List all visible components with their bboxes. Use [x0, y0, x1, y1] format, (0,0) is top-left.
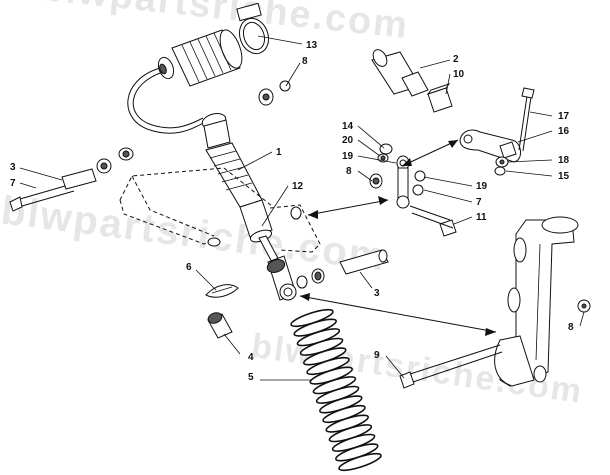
- upper-sleeve[interactable]: [61, 147, 134, 190]
- part-label-7-left: 7: [10, 178, 16, 189]
- reservoir-canister[interactable]: [156, 27, 247, 87]
- reservoir-hose: [127, 67, 206, 134]
- connection-arrows: [299, 139, 497, 336]
- lever-bolt[interactable]: [518, 87, 535, 152]
- part-label-18: 18: [558, 155, 570, 166]
- nut-right[interactable]: [577, 299, 591, 313]
- link-bolt[interactable]: [409, 205, 457, 237]
- nut-upper[interactable]: [258, 80, 291, 106]
- part-label-11: 11: [476, 212, 487, 223]
- bushing-lower[interactable]: [296, 249, 389, 289]
- part-label-8-mid: 8: [346, 166, 352, 177]
- part-label-1: 1: [276, 147, 282, 158]
- square-block[interactable]: [426, 83, 453, 113]
- leader-lines: [19, 35, 585, 381]
- upper-bolt[interactable]: [9, 183, 75, 212]
- part-label-9: 9: [374, 350, 380, 361]
- part-label-5: 5: [248, 372, 254, 383]
- part-label-19-right: 19: [476, 181, 488, 192]
- part-label-16: 16: [558, 126, 570, 137]
- part-label-15: 15: [558, 171, 570, 182]
- part-label-3-lower: 3: [374, 288, 380, 299]
- linkage-rod[interactable]: [396, 155, 410, 209]
- part-label-8-right: 8: [568, 322, 574, 333]
- part-label-6: 6: [186, 262, 192, 273]
- mount-frame-outline: [119, 167, 321, 253]
- part-label-8-upper: 8: [302, 56, 308, 67]
- link-washers[interactable]: [369, 143, 426, 196]
- part-label-3-upper: 3: [10, 162, 16, 173]
- shock-absorber[interactable]: [201, 111, 281, 265]
- part-label-2: 2: [453, 54, 459, 65]
- part-label-12: 12: [292, 181, 304, 192]
- spring-coil: [338, 452, 382, 472]
- coil-spring[interactable]: [290, 306, 383, 473]
- washers-18-15[interactable]: [494, 156, 509, 176]
- hose-clamp[interactable]: [235, 2, 274, 57]
- part-label-14: 14: [342, 121, 354, 132]
- part-label-10: 10: [453, 69, 465, 80]
- part-label-19-left: 19: [342, 151, 354, 162]
- adjuster-actuator[interactable]: [370, 47, 429, 97]
- part-label-13: 13: [306, 40, 318, 51]
- part-label-20: 20: [342, 135, 354, 146]
- shock-eyelet[interactable]: [265, 255, 297, 301]
- retaining-clip[interactable]: [205, 284, 239, 298]
- lever-arm[interactable]: [459, 129, 521, 163]
- part-label-4: 4: [248, 352, 254, 363]
- long-bolt[interactable]: [399, 344, 503, 389]
- slide-rail-bracket[interactable]: [494, 216, 579, 387]
- part-label-17: 17: [558, 111, 570, 122]
- part-label-7-right: 7: [476, 197, 482, 208]
- spacer[interactable]: [207, 311, 233, 339]
